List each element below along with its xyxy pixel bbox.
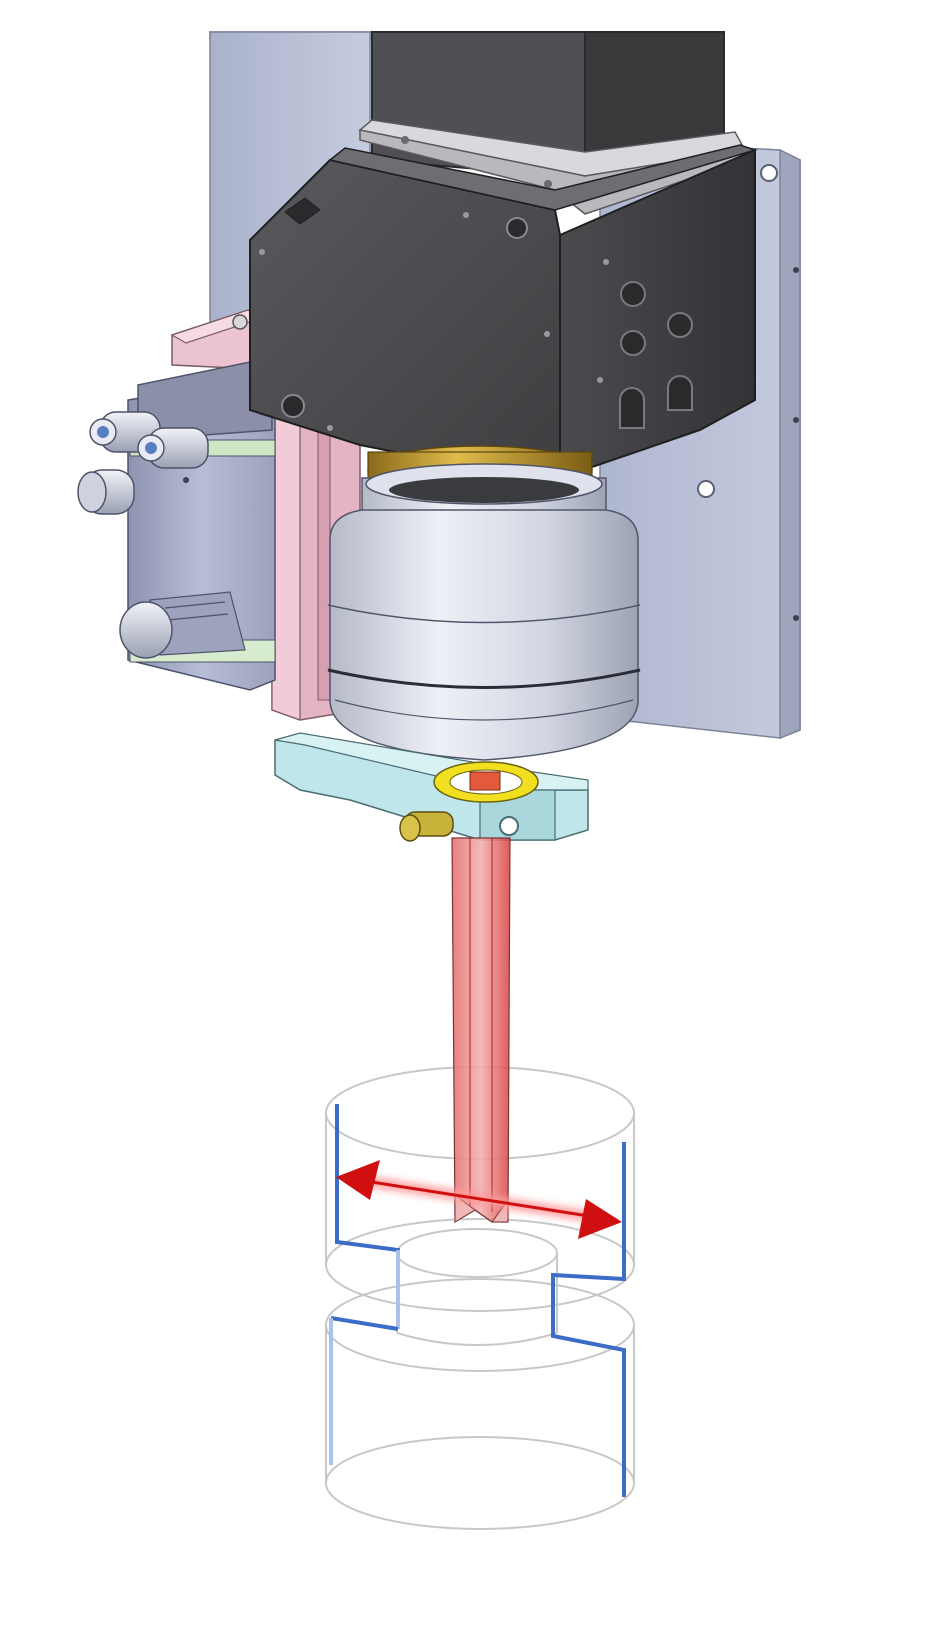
probe-beam (451, 837, 511, 1224)
air-fitting (137, 427, 209, 469)
pink-bracket (170, 309, 361, 721)
air-fitting (77, 469, 135, 515)
adjust-knob (119, 601, 173, 659)
lens-assembly (327, 445, 641, 761)
probe-holder (274, 732, 589, 842)
camera-housing (249, 144, 758, 482)
pneumatic-block (77, 361, 276, 691)
target-marker (433, 761, 539, 803)
set-screw (399, 811, 454, 842)
upper-column (358, 31, 747, 215)
bidirectional-arrow-icon (336, 1160, 622, 1239)
measured-profile (329, 1104, 626, 1497)
